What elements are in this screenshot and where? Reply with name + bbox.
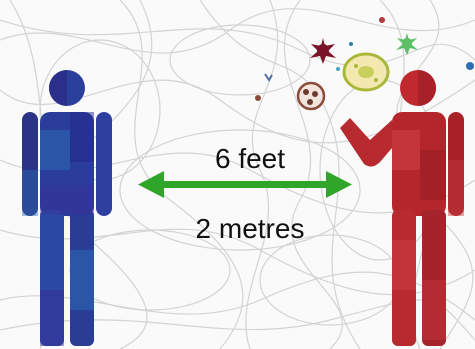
virus-spiky-green-icon: [396, 33, 418, 55]
distance-metres-label: 2 metres: [150, 213, 350, 245]
germ-oval-icon: [344, 54, 388, 90]
virus-spiky-dark-icon: [310, 38, 336, 64]
distance-feet-label: 6 feet: [150, 143, 350, 175]
germ-round-icon: [298, 83, 324, 109]
germ-icons: [255, 17, 474, 109]
person-blue-icon: [22, 70, 112, 346]
double-arrow-icon: [138, 171, 352, 198]
person-red-icon: [340, 70, 464, 346]
